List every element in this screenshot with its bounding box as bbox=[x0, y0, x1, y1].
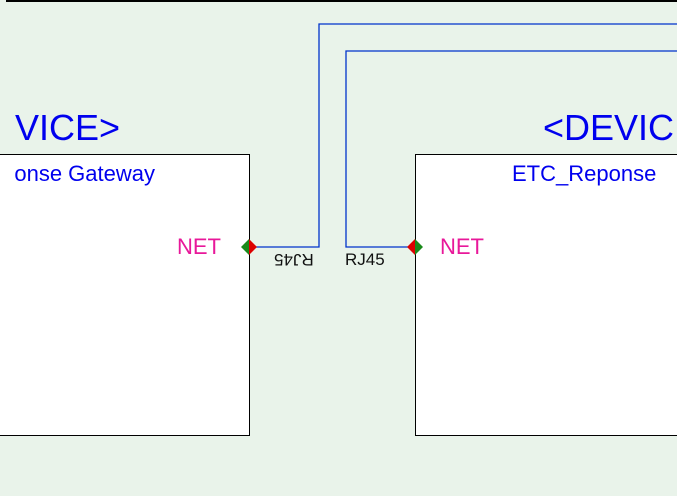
port-connector-right-icon[interactable] bbox=[407, 239, 423, 255]
device-name-left: onse Gateway bbox=[14, 161, 155, 186]
device-title-left: VICE> bbox=[14, 107, 120, 148]
connector-label-right: RJ45 bbox=[345, 250, 385, 269]
sheet-border-top bbox=[6, 0, 677, 2]
device-box-right[interactable]: ETC_Reponse bbox=[415, 154, 677, 436]
device-title-right: <DEVIC bbox=[543, 107, 675, 148]
port-connector-left-icon[interactable] bbox=[241, 239, 257, 255]
port-label-left: NET bbox=[177, 234, 221, 259]
port-label-right: NET bbox=[440, 234, 484, 259]
device-name-right: ETC_Reponse bbox=[512, 161, 657, 186]
wire-outer[interactable] bbox=[249, 23, 677, 248]
device-box-left[interactable]: onse Gateway bbox=[0, 154, 250, 436]
wire-inner[interactable] bbox=[345, 50, 677, 248]
